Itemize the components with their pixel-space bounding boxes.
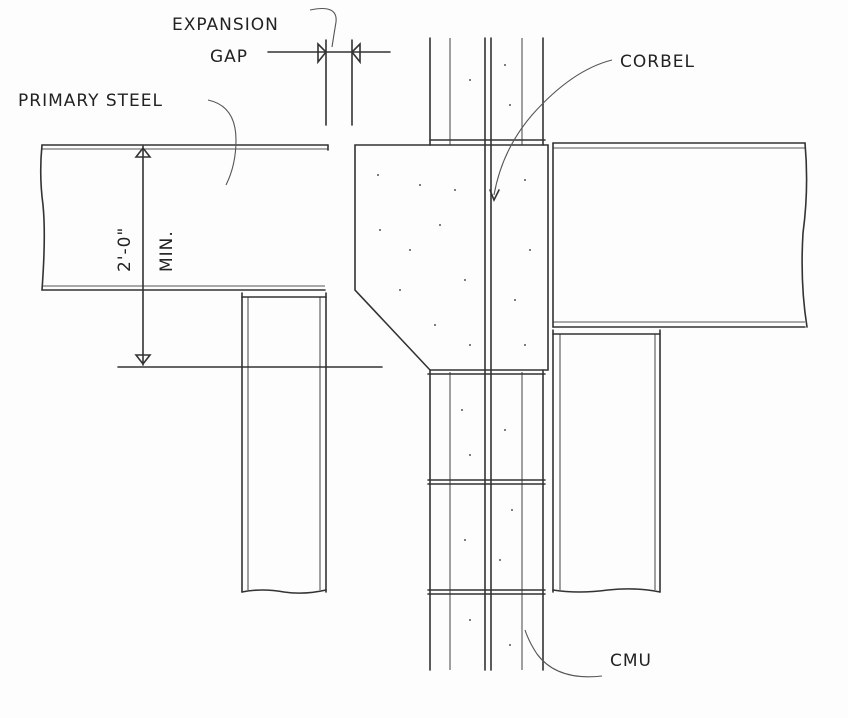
dimension-value: 2'-0" <box>115 227 135 272</box>
corbel-leader-arrow-icon <box>489 189 500 202</box>
left-steel-column <box>241 292 327 594</box>
corbel-leader <box>493 59 613 196</box>
right-steel-column <box>552 329 661 593</box>
expansion-label-line2: GAP <box>210 47 248 67</box>
cmu-wall <box>427 37 546 671</box>
primary-steel-label: PRIMARY STEEL <box>18 91 163 111</box>
expansion-label-line1: EXPANSION <box>172 15 279 35</box>
dimension-2ft-min: 2'-0" MIN. <box>115 145 383 368</box>
expansion-gap-marker: EXPANSION GAP <box>172 7 391 126</box>
right-primary-steel-beam <box>552 142 808 328</box>
corbel-label: CORBEL <box>620 52 695 72</box>
primary-steel-leader <box>207 99 237 186</box>
concrete-corbel <box>354 144 549 371</box>
cmu-label: CMU <box>610 651 652 671</box>
dimension-qualifier: MIN. <box>157 230 177 272</box>
cmu-leader <box>524 629 603 678</box>
left-primary-steel-beam <box>39 144 329 291</box>
expansion-gap-leader <box>309 7 337 48</box>
